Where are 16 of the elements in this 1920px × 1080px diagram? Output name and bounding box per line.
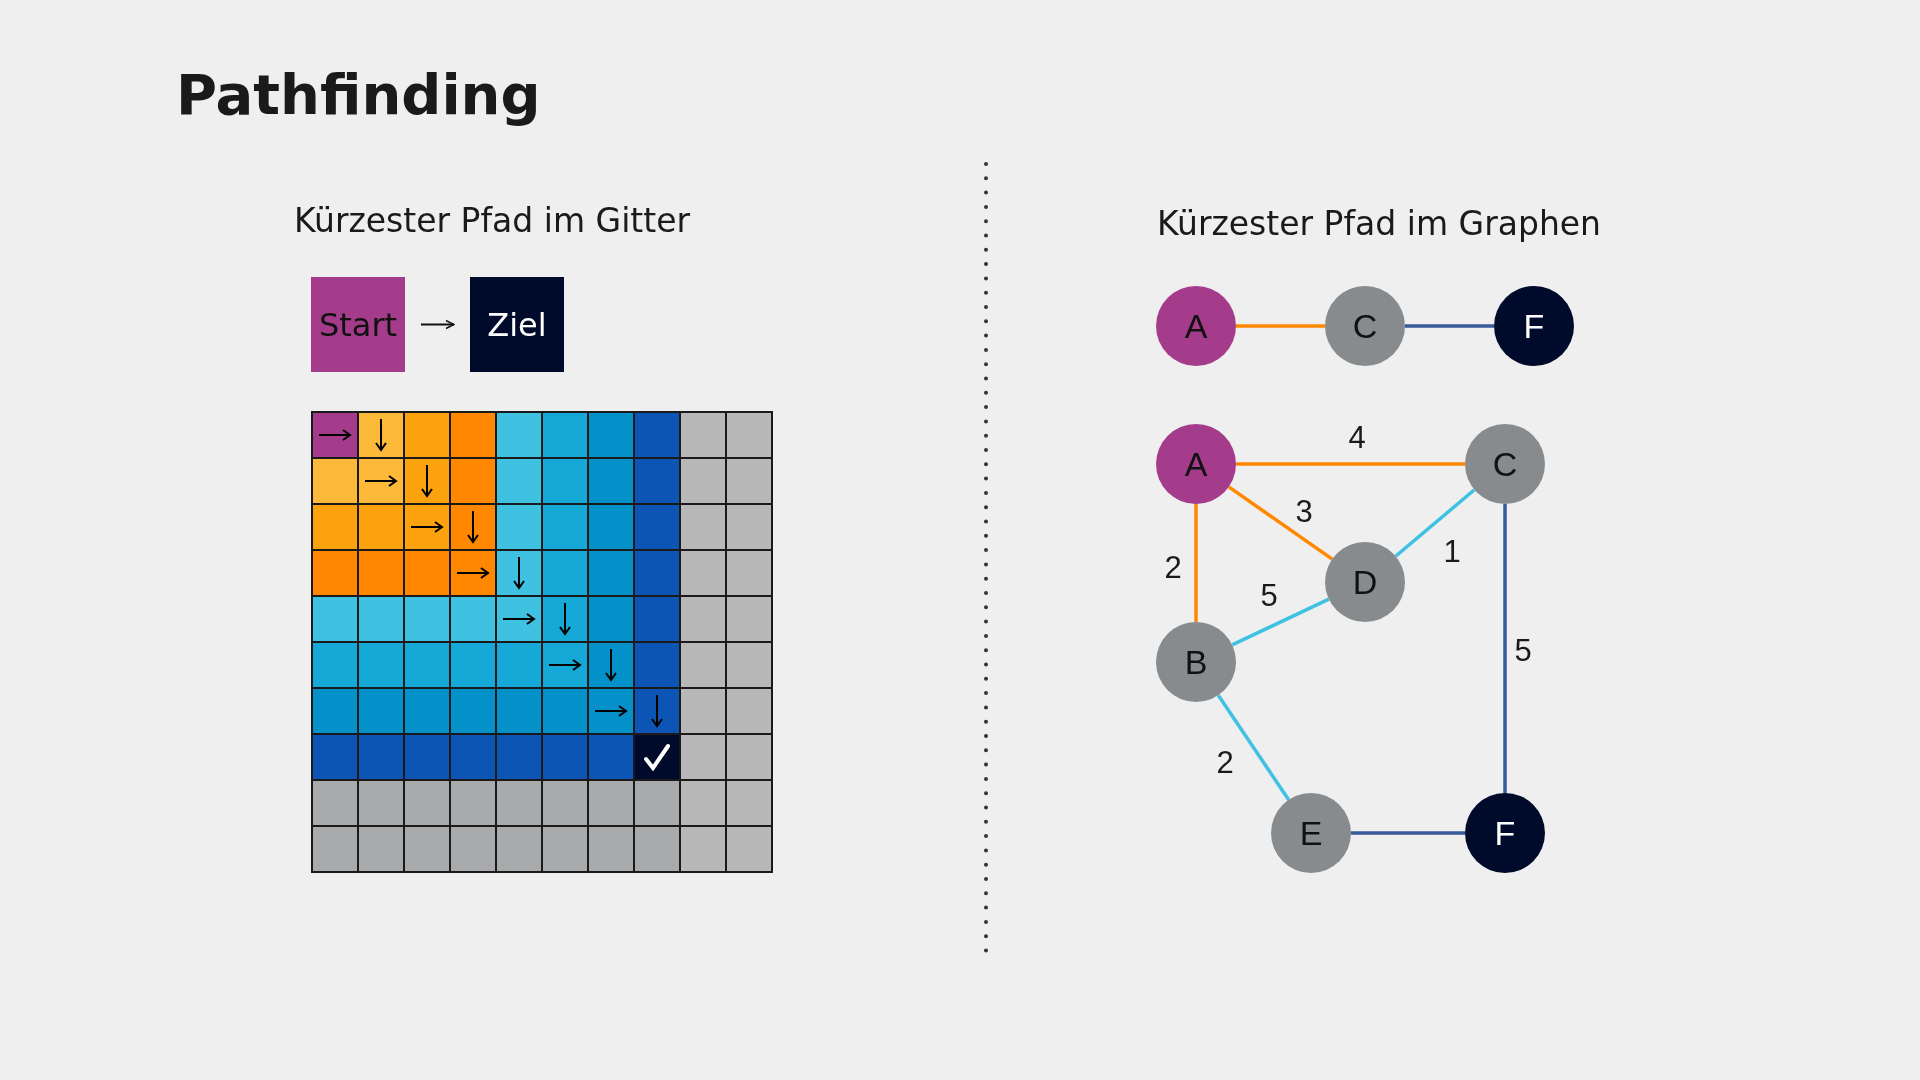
connector-line (1503, 504, 1507, 793)
arrow (420, 319, 455, 330)
connector-line (1194, 504, 1198, 622)
connector-line (1236, 324, 1325, 328)
connector-line (1236, 462, 1465, 466)
connector-line (1216, 694, 1291, 801)
connector-line (1227, 485, 1334, 561)
connector-line (1394, 488, 1476, 558)
connector-line (1405, 324, 1494, 328)
connector-line (1351, 831, 1465, 835)
node-box: Ziel (470, 277, 564, 372)
section-heading: Kürzester Pfad im Graphen (1157, 203, 1602, 245)
section-heading: Kürzester Pfad im Gitter (294, 200, 691, 242)
title: Pathfinding (176, 61, 541, 129)
node-box: Start (311, 277, 405, 372)
connector-line (1231, 597, 1330, 647)
